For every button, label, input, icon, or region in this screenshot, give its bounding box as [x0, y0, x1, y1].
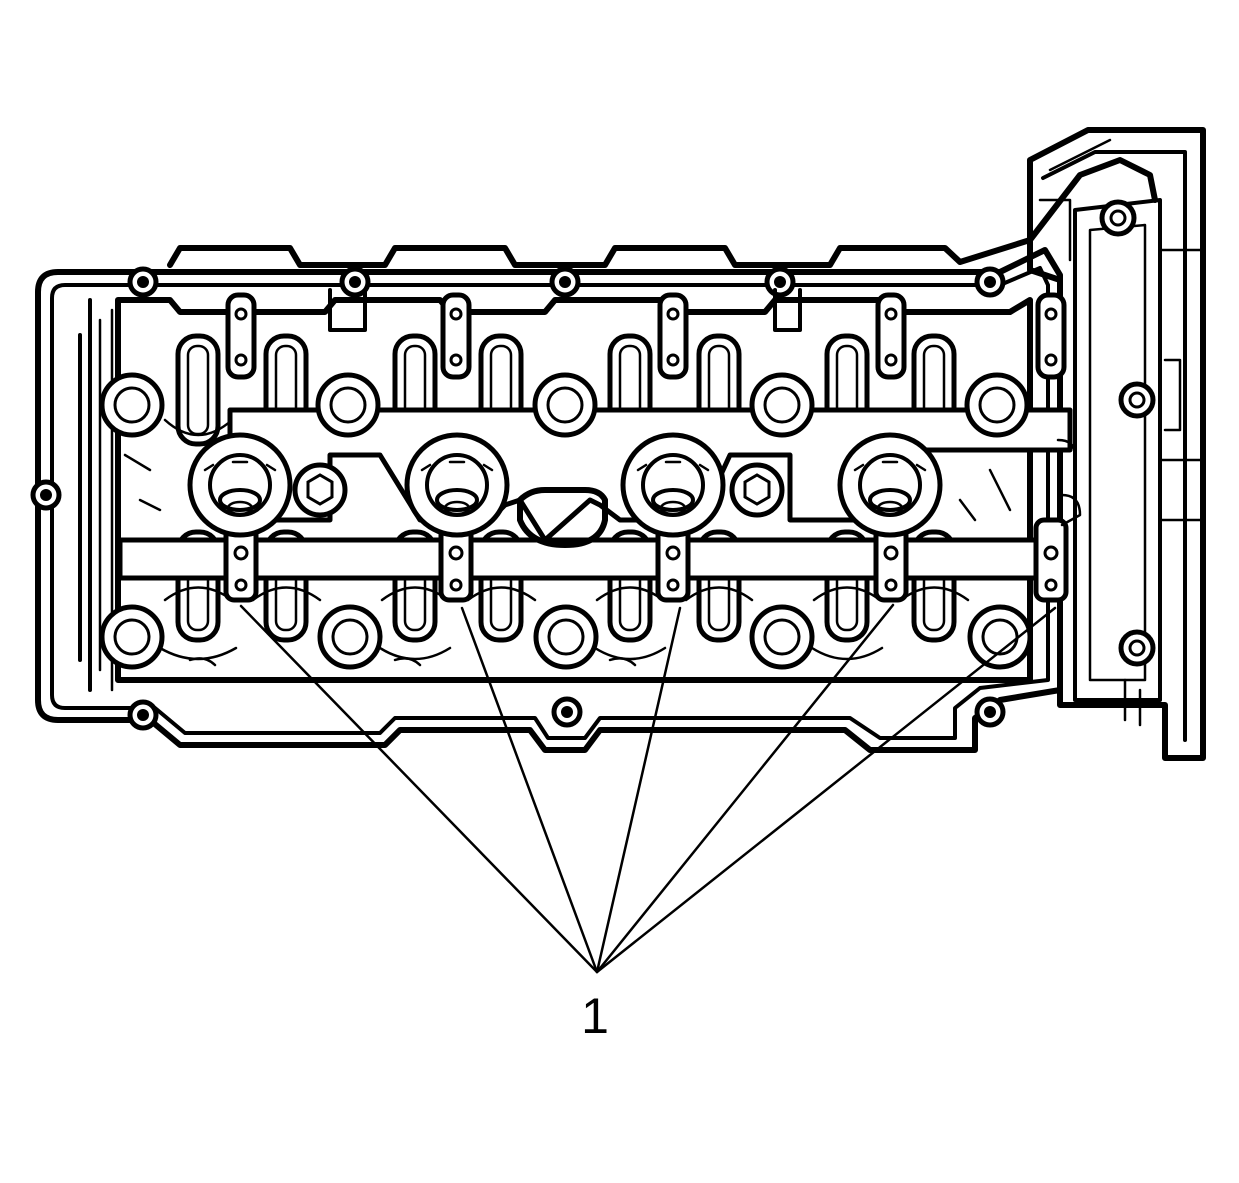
callout-label: 1: [581, 988, 609, 1044]
head-bolts-lower: [99, 604, 1033, 670]
leader-line-3: [595, 606, 682, 974]
callout-leader-lines: [239, 603, 1057, 974]
head-bolts-upper: [99, 372, 1030, 438]
leader-line-1: [239, 604, 599, 974]
head-gasket-flange: [30, 157, 1158, 753]
leader-line-5: [595, 606, 1057, 974]
timing-cover-housing: [1027, 127, 1206, 761]
camshaft-bearing-caps: [117, 517, 1069, 603]
cam-cap-tabs: [225, 288, 1067, 380]
casting-details: [123, 438, 1082, 667]
leader-line-2: [460, 606, 599, 974]
hex-nuts: [292, 462, 785, 518]
spark-plug-bores: [187, 432, 943, 538]
leader-line-4: [595, 603, 895, 974]
